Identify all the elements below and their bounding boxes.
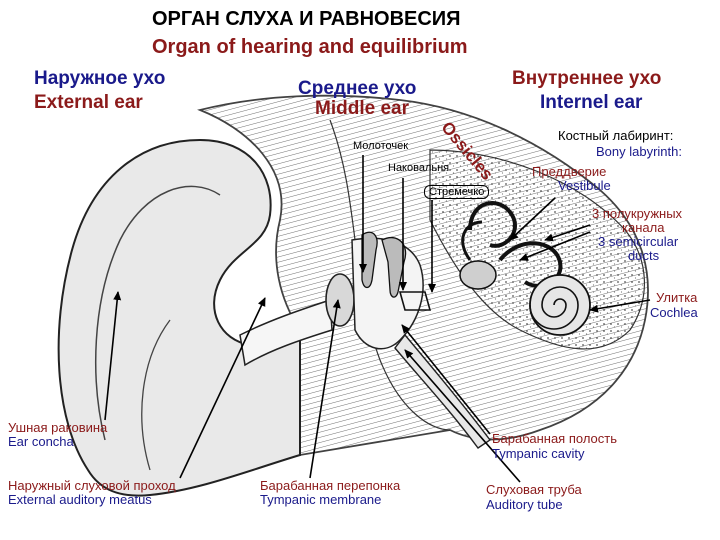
semicircular-ru2: канала <box>622 220 665 235</box>
auricle-shape <box>57 138 301 497</box>
malleus-label: Молоточек <box>353 140 409 152</box>
semicircular-en2: ducts <box>628 248 660 263</box>
vestibule-en: Vestibule <box>558 178 611 193</box>
external-ear-en: External ear <box>34 92 143 113</box>
membrane-en: Tympanic membrane <box>260 492 382 507</box>
semicircular-ru1: 3 полукружных <box>592 206 683 221</box>
stapes-shape <box>398 291 432 311</box>
cavity-ru: Барабанная полость <box>492 431 618 446</box>
malleus-shape <box>361 231 378 289</box>
vestibule-shape <box>459 260 497 290</box>
inner-ear-en: Internel ear <box>540 92 643 113</box>
meatus-ru: Наружный слуховой проход <box>8 478 176 493</box>
tympanic-membrane-shape <box>325 273 355 327</box>
middle-ear-en: Middle ear <box>315 98 409 119</box>
concha-ru: Ушная раковина <box>8 420 108 435</box>
cavity-en: Tympanic cavity <box>492 446 585 461</box>
cochlea-ru: Улитка <box>656 290 698 305</box>
semicircular-canal-3 <box>461 220 483 261</box>
semicircular-canal-1 <box>468 201 517 248</box>
title-ru: ОРГАН СЛУХА И РАВНОВЕСИЯ <box>152 8 461 30</box>
bony-labyrinth-ru: Костный лабиринт: <box>558 128 674 143</box>
stapes-label: Стремечко <box>424 185 490 199</box>
external-ear-ru: Наружное ухо <box>34 68 166 89</box>
middle-ear-ru: Среднее ухо <box>298 78 417 99</box>
meatus-en: External auditory meatus <box>8 492 152 507</box>
cochlea-shape <box>529 274 591 336</box>
meatus-canal <box>239 298 333 367</box>
incus-label: Наковальня <box>388 162 450 174</box>
concha-en: Ear concha <box>8 434 74 449</box>
bony-labyrinth-en: Bony labyrinth: <box>596 144 682 159</box>
inner-ear-ru: Внутреннее ухо <box>512 68 662 89</box>
tube-en: Auditory tube <box>486 497 563 512</box>
semicircular-en1: 3 semicircular <box>598 234 679 249</box>
tube-ru: Слуховая труба <box>486 482 582 497</box>
membrane-ru: Барабанная перепонка <box>260 478 401 493</box>
title-en: Organ of hearing and equilibrium <box>152 36 468 58</box>
pointer-lines <box>104 155 651 483</box>
vestibule-ru: Преддверие <box>532 164 607 179</box>
cochlea-en: Cochlea <box>650 305 698 320</box>
